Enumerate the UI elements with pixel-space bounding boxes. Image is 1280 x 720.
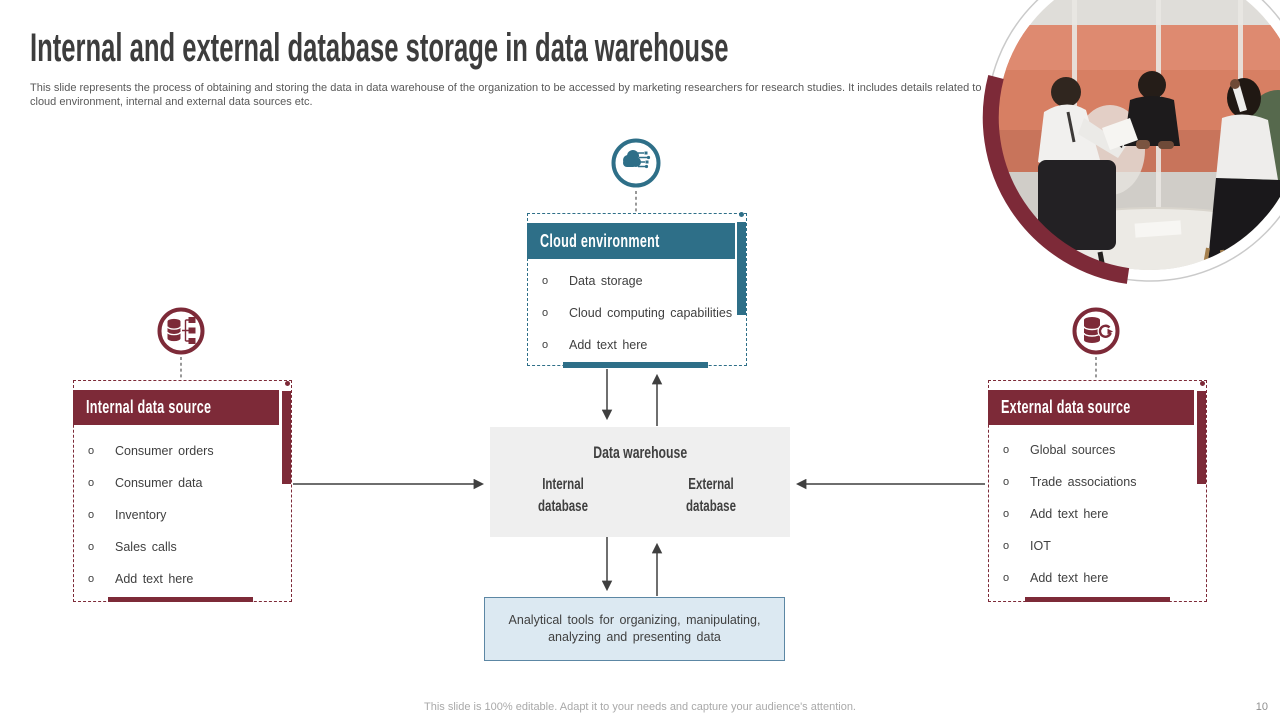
database-sync-icon[interactable]	[1070, 305, 1122, 362]
bullet-marker: o	[542, 275, 549, 287]
page-number: 10	[1255, 701, 1268, 713]
analytical-tools-box[interactable]: Analytical tools for organizing, manipul…	[484, 597, 785, 661]
external-panel-header: External data source	[988, 390, 1194, 425]
internal-bottom-bar	[108, 597, 253, 602]
internal-database-label: Internal database	[538, 476, 588, 515]
footer-note: This slide is 100% editable. Adapt it to…	[424, 701, 856, 713]
bullet-marker: o	[1003, 444, 1010, 456]
cloud-bottom-bar	[563, 362, 708, 368]
bullet-marker: o	[88, 477, 95, 489]
internal-accent-dot	[285, 381, 290, 386]
warehouse-title: Data warehouse	[593, 443, 687, 462]
external-bottom-bar	[1025, 597, 1170, 602]
bullet-marker: o	[1003, 476, 1010, 488]
internal-accent-bar	[282, 391, 291, 484]
external-accent-dot	[1200, 381, 1205, 386]
photo-maroon-arc	[982, 74, 1130, 284]
cloud-accent-bar	[737, 222, 746, 315]
external-database-label: External database	[686, 476, 736, 515]
page-description: This slide represents the process of obt…	[30, 82, 982, 108]
cloud-accent-dot	[739, 212, 744, 217]
cloud-panel-header: Cloud environment	[527, 223, 735, 259]
analytical-tools-text: Analytical tools for organizing, manipul…	[508, 613, 761, 644]
cloud-panel-title: Cloud environment	[540, 230, 660, 251]
bullet-marker: o	[88, 541, 95, 553]
external-panel-title: External data source	[1001, 397, 1131, 417]
data-warehouse-box[interactable]: Data warehouse Internal database Externa…	[490, 427, 790, 537]
bullet-marker: o	[1003, 540, 1010, 552]
bullet-marker: o	[1003, 572, 1010, 584]
bullet-marker: o	[88, 445, 95, 457]
bullet-marker: o	[88, 573, 95, 585]
bullet-marker: o	[542, 339, 549, 351]
internal-panel-title: Internal data source	[86, 397, 212, 417]
bullet-marker: o	[542, 307, 549, 319]
page-title: Internal and external database storage i…	[30, 26, 729, 70]
photo-scene	[998, 0, 1280, 270]
external-accent-bar	[1197, 391, 1206, 484]
internal-panel-header: Internal data source	[73, 390, 279, 425]
cloud-circuit-icon[interactable]	[609, 136, 663, 195]
database-network-icon[interactable]	[155, 305, 207, 362]
bullet-marker: o	[1003, 508, 1010, 520]
team-photo[interactable]	[960, 0, 1280, 300]
bullet-marker: o	[88, 509, 95, 521]
